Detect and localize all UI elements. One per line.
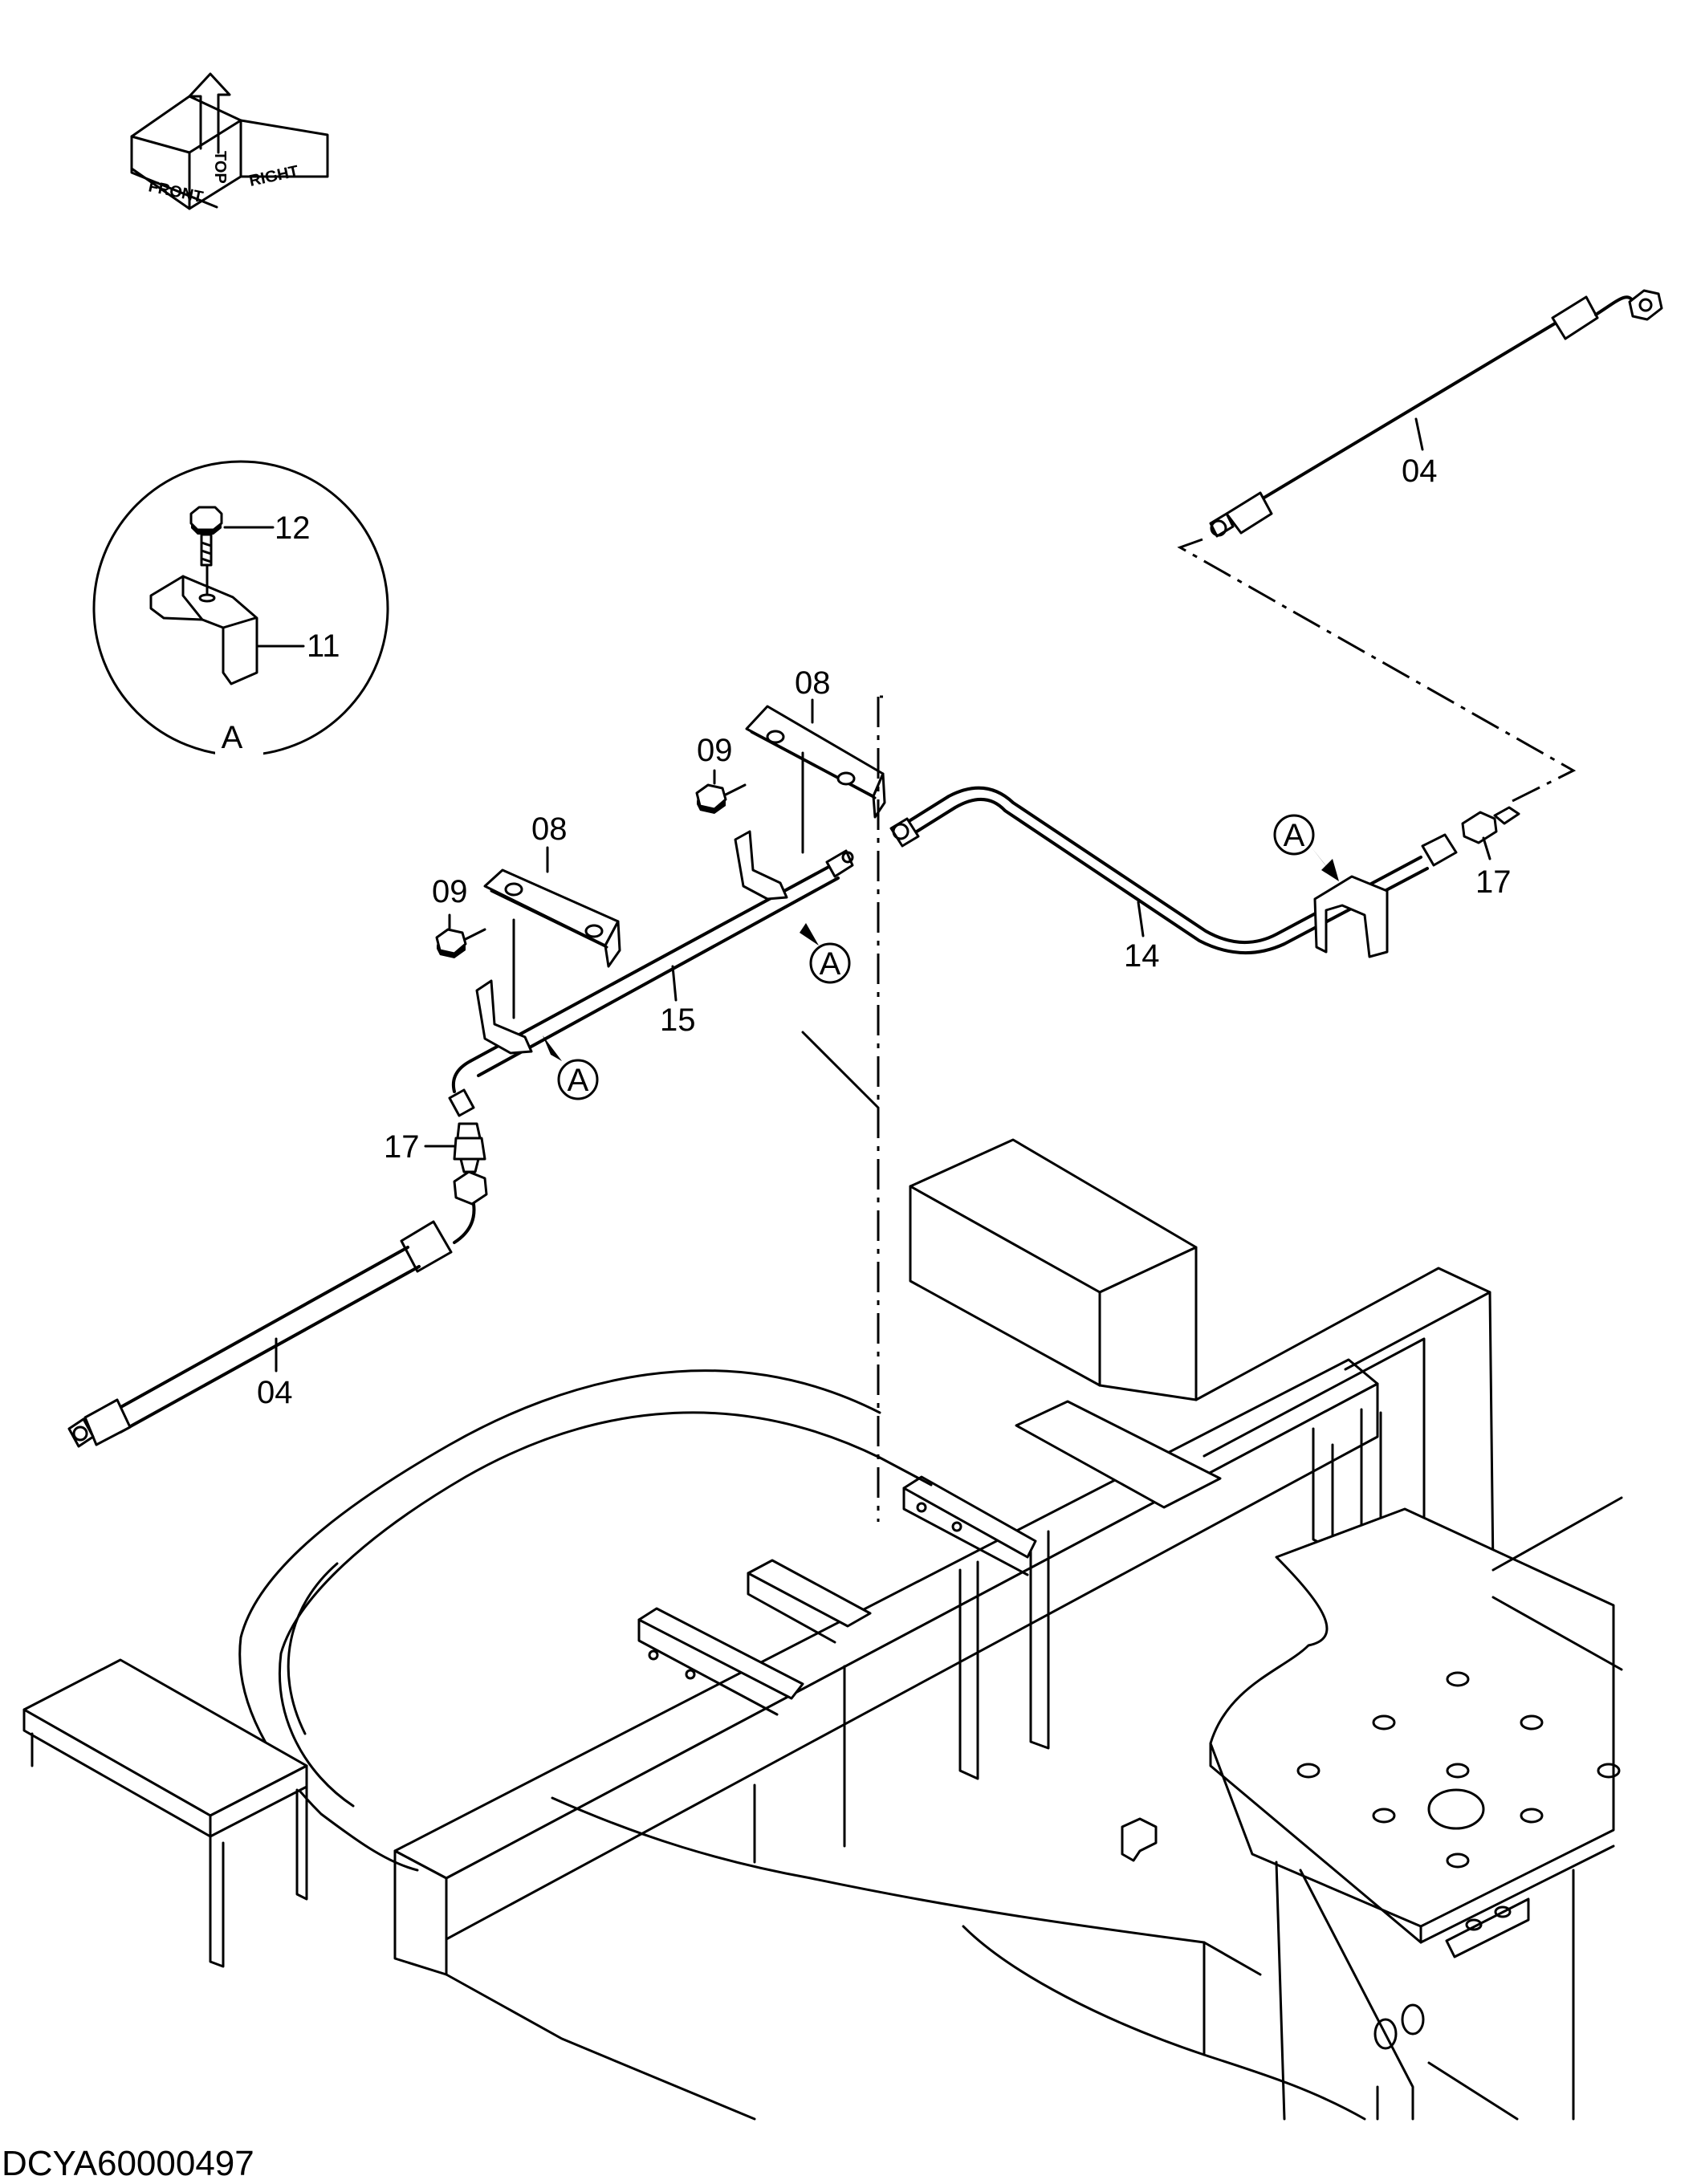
bolt-icon: [695, 783, 747, 814]
svg-text:A: A: [820, 946, 841, 982]
callout-a-right: A: [1273, 814, 1339, 881]
clamp-icon: [475, 979, 533, 1055]
callout-a-upper: A: [800, 923, 851, 984]
part-number-bolt-upper: 09: [697, 733, 733, 768]
part-number-adapter-right: 17: [1475, 864, 1512, 900]
part-number-hose-bottom: 04: [257, 1375, 293, 1410]
svg-text:A: A: [1284, 818, 1305, 853]
adapter-icon: [453, 1122, 486, 1173]
callout-a-lower: A: [543, 1035, 599, 1100]
hose-bottom: [67, 1170, 488, 1448]
orientation-symbol: FRONT TOP RIGHT: [130, 72, 329, 210]
orientation-label-top: TOP: [211, 151, 229, 184]
pipe-left: [448, 849, 854, 1117]
svg-text:A: A: [568, 1063, 589, 1098]
clamp-icon: [149, 563, 258, 685]
clamp-icon: [734, 830, 788, 901]
part-number-pipe-right: 14: [1124, 938, 1160, 974]
clamp-icon: [1313, 875, 1389, 958]
detail-a: A 12 11: [92, 460, 389, 775]
bracket-upper: [745, 705, 886, 819]
drawing-code: DCYA60000497: [2, 2144, 254, 2183]
hose-top: [1209, 289, 1663, 538]
pipe-right: [889, 786, 1458, 955]
detail-bolt-number: 12: [275, 510, 311, 546]
part-number-pipe-left: 15: [660, 1003, 696, 1038]
orientation-label-right: RIGHT: [247, 162, 299, 189]
bolt-icon: [189, 506, 223, 567]
detail-clamp-number: 11: [307, 628, 340, 664]
part-number-adapter-left: 17: [384, 1129, 420, 1165]
assembly-line-right: [1177, 538, 1577, 804]
part-number-bolt-lower: 09: [432, 874, 468, 909]
orientation-label-front: FRONT: [147, 177, 205, 206]
part-number-bracket-lower: 08: [531, 811, 568, 847]
part-number-hose-top: 04: [1402, 453, 1438, 489]
machine-frame: [22, 695, 1623, 2121]
adapter-icon: [1461, 806, 1520, 844]
bracket-lower: [483, 868, 621, 968]
bolt-icon: [435, 928, 486, 958]
part-number-bracket-upper: 08: [795, 665, 831, 701]
detail-title: A: [222, 720, 243, 755]
